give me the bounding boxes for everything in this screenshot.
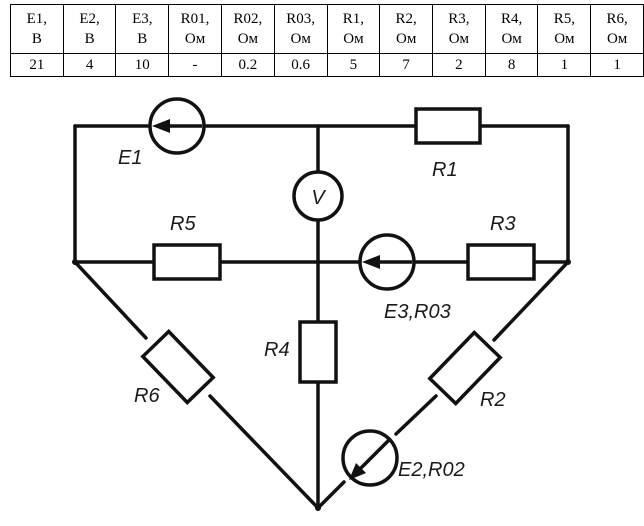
value-cell: 7 xyxy=(379,53,434,77)
e2-arrow-head xyxy=(349,463,366,480)
node-bottom xyxy=(315,505,321,511)
header-cell: E2, В xyxy=(62,4,117,54)
value-cell: - xyxy=(168,53,222,77)
value-cell: 2 xyxy=(432,53,486,77)
value-cell: 10 xyxy=(115,53,170,77)
header-unit: Ом xyxy=(237,31,259,47)
header-name: E1, xyxy=(26,11,48,27)
wire-r6-bottom xyxy=(208,394,320,510)
header-unit: Ом xyxy=(290,31,311,47)
r2-resistor xyxy=(427,330,503,406)
header-unit: В xyxy=(137,31,148,47)
header-name: R6, xyxy=(606,11,628,27)
header-unit: Ом xyxy=(395,31,417,47)
r2-label: R2 xyxy=(480,389,506,411)
header-unit: В xyxy=(31,31,42,47)
e1-arrow-head xyxy=(152,119,170,133)
r3-resistor xyxy=(466,243,536,281)
r4-label: R4 xyxy=(264,339,290,361)
header-cell: R4, Ом xyxy=(484,4,539,54)
header-name: R4, xyxy=(500,11,523,27)
value-cell: 8 xyxy=(484,53,539,77)
e2-label: E2,R02 xyxy=(398,459,465,481)
r6-label: R6 xyxy=(134,385,160,407)
value-cell: 0.6 xyxy=(273,53,328,77)
parameters-table: E1, В E2, В E3, В R01, Ом R02, Ом R03, Ом R1, О… xyxy=(10,4,644,77)
wire-r2-top xyxy=(492,260,570,342)
r5-label: R5 xyxy=(170,213,196,235)
header-unit: Ом xyxy=(501,31,522,47)
table-header-row: E1, В E2, В E3, В R01, Ом R02, Ом R03, Ом R1, О… xyxy=(10,4,644,54)
value-cell: 0.2 xyxy=(220,53,275,77)
header-name: R2, xyxy=(395,11,417,27)
header-name: E2, xyxy=(79,11,100,27)
circuit-diagram: V E1 R1 R5 R3 E3,R03 R4 R6 R2 E2,R02 xyxy=(72,97,571,511)
header-cell: R6, Ом xyxy=(590,4,644,54)
e1-label: E1 xyxy=(118,147,142,169)
header-name: R1, xyxy=(342,11,365,27)
r6-resistor xyxy=(140,329,216,405)
value-cell: 4 xyxy=(62,53,117,77)
r5-resistor xyxy=(152,243,222,281)
header-unit: Ом xyxy=(606,31,628,47)
header-cell: E1, В xyxy=(10,4,64,54)
r1-label: R1 xyxy=(432,159,458,181)
header-unit: Ом xyxy=(448,31,470,47)
wire-r2-e2 xyxy=(394,394,438,436)
header-cell: R1, Ом xyxy=(326,4,381,54)
header-cell: R5, Ом xyxy=(537,4,592,54)
wire-e2-bottom xyxy=(316,480,346,510)
header-name: R02, xyxy=(233,11,263,27)
header-name: R03, xyxy=(286,11,316,27)
value-cell: 21 xyxy=(10,53,64,77)
header-cell: R02, Ом xyxy=(220,4,275,54)
voltmeter xyxy=(292,170,344,222)
node-left xyxy=(72,259,78,265)
header-name: E3, xyxy=(132,11,153,27)
header-cell: R3, Ом xyxy=(432,4,486,54)
header-name: R3, xyxy=(448,11,470,27)
header-unit: В xyxy=(84,31,95,47)
e2-arrow-line xyxy=(354,437,392,475)
r3-label: R3 xyxy=(490,213,516,235)
header-cell: R03, Ом xyxy=(273,4,328,54)
value-cell: 1 xyxy=(537,53,592,77)
node-right xyxy=(565,259,571,265)
e3-arrow-head xyxy=(362,255,380,269)
header-unit: Ом xyxy=(554,31,575,47)
value-cell: 1 xyxy=(590,53,644,77)
table-values-row: 21 4 10 - 0.2 0.6 5 7 2 8 1 1 xyxy=(10,53,644,77)
header-name: R01, xyxy=(180,11,210,27)
header-unit: Ом xyxy=(343,31,364,47)
wire-r6-top xyxy=(73,260,148,340)
r1-resistor xyxy=(414,107,482,145)
header-cell: R2, Ом xyxy=(379,4,434,54)
value-cell: 5 xyxy=(326,53,381,77)
header-name: R5, xyxy=(553,11,575,27)
header-cell: R01, Ом xyxy=(168,4,222,54)
r4-resistor xyxy=(298,320,338,384)
header-unit: Ом xyxy=(184,31,206,47)
e3-label: E3,R03 xyxy=(384,301,451,323)
voltmeter-label: V xyxy=(311,187,326,209)
header-cell: E3, В xyxy=(115,4,170,54)
